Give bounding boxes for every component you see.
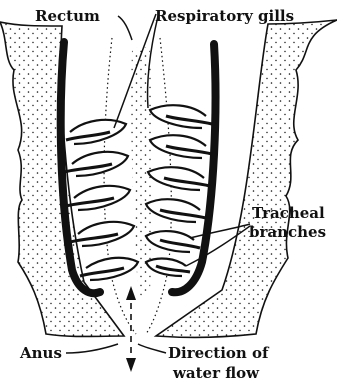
label-tracheal-branches: branches [249,223,326,241]
gill-left-1 [66,120,126,144]
gill-right-2 [150,135,212,158]
gill-right-4 [146,199,206,222]
leader-rectum [118,16,132,40]
gill-right-1 [150,105,212,128]
label-water-flow: water flow [173,364,259,382]
gill-left-4 [70,222,134,246]
gill-left-5 [80,258,138,280]
gill-right-6 [146,259,190,276]
gill-left-2 [64,152,128,176]
water-flow-arrow [126,286,136,372]
gill-right-5 [146,231,200,252]
label-rectum: Rectum [35,7,100,25]
leader-direction [138,344,166,353]
leader-anus [66,344,118,353]
label-anus: Anus [20,344,62,362]
label-tracheal: Tracheal [252,204,325,222]
label-direction-of: Direction of [168,344,269,362]
gill-left-3 [66,186,130,210]
gill-right-3 [148,167,210,190]
label-respiratory-gills: Respiratory gills [155,7,294,25]
